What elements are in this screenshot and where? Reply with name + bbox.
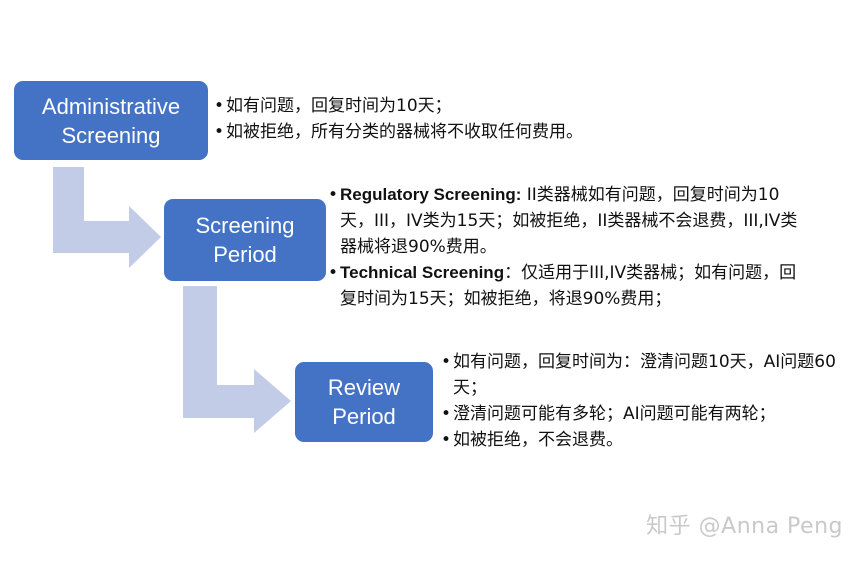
connector-arrow-2 xyxy=(183,286,291,433)
stage-label-line2: Screening xyxy=(61,122,161,148)
stage-label-line1: Review xyxy=(327,375,401,400)
stage-screening-period: Screening Period xyxy=(164,199,326,281)
note-item: 如被拒绝，不会退费。 xyxy=(441,427,861,453)
administrative-screening-notes: 如有问题，回复时间为10天； 如被拒绝，所有分类的器械将不收取任何费用。 xyxy=(214,93,854,145)
note-text: II类器械如有问题，回复时间为10天，III，IV类为15天；如被拒绝，II类器… xyxy=(340,185,798,257)
note-text: ：仅适用于III,IV类器械；如有问题，回复时间为15天；如被拒绝，将退90%费… xyxy=(340,263,797,309)
note-term: Technical Screening xyxy=(340,263,505,282)
stage-label-line1: Administrative xyxy=(41,93,181,119)
note-item: 如有问题，回复时间为10天； xyxy=(214,93,854,119)
stage-label-line2: Period xyxy=(213,242,277,267)
note-item: 如有问题，回复时间为：澄清问题10天，AI问题60天； xyxy=(441,349,861,401)
stage-label-line1: Screening xyxy=(195,213,295,238)
note-item: Regulatory Screening: II类器械如有问题，回复时间为10天… xyxy=(328,182,808,260)
stage-label-line2: Period xyxy=(332,404,396,429)
note-item: 如被拒绝，所有分类的器械将不收取任何费用。 xyxy=(214,119,854,145)
screening-period-notes: Regulatory Screening: II类器械如有问题，回复时间为10天… xyxy=(328,182,808,312)
note-term: Regulatory Screening: xyxy=(340,185,522,204)
stage-administrative-screening: Administrative Screening xyxy=(14,81,208,160)
note-item: 澄清问题可能有多轮；AI问题可能有两轮； xyxy=(441,401,861,427)
note-item: Technical Screening：仅适用于III,IV类器械；如有问题，回… xyxy=(328,260,808,312)
watermark: 知乎 @Anna Peng xyxy=(646,514,843,539)
review-period-notes: 如有问题，回复时间为：澄清问题10天，AI问题60天； 澄清问题可能有多轮；AI… xyxy=(441,349,861,453)
stage-review-period: Review Period xyxy=(295,362,433,442)
connector-arrow-1 xyxy=(53,167,161,268)
